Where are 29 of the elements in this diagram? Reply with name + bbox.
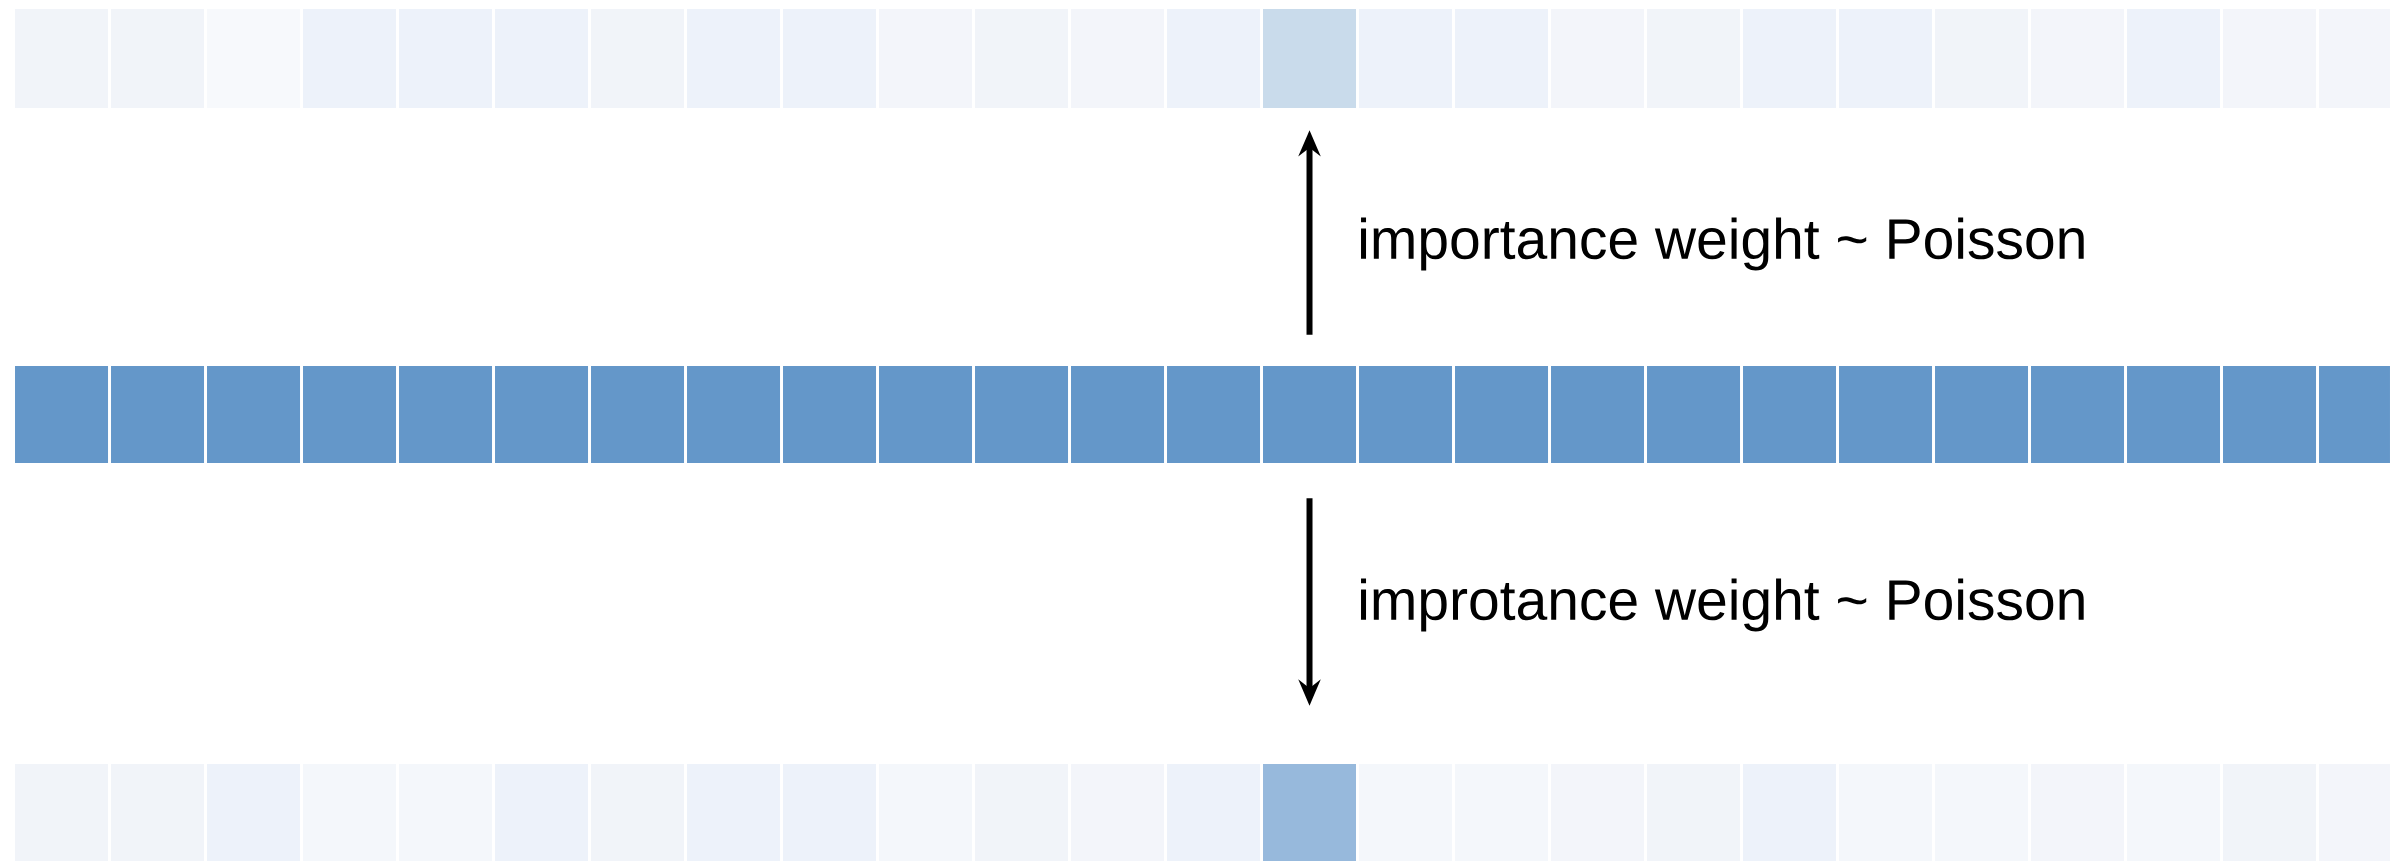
heatmap-cell bbox=[1167, 366, 1260, 463]
heatmap-cell bbox=[1263, 9, 1356, 108]
heatmap-cell bbox=[1263, 764, 1356, 861]
heatmap-cell bbox=[1743, 366, 1836, 463]
heatmap-cell bbox=[1647, 366, 1740, 463]
heatmap-cell bbox=[1263, 366, 1356, 463]
heatmap-cell bbox=[2031, 366, 2124, 463]
heatmap-cell bbox=[1551, 366, 1644, 463]
heatmap-cell bbox=[399, 366, 492, 463]
edge-label: improtance weight ~ Poisson bbox=[1361, 578, 2084, 632]
heatmap-cell bbox=[975, 366, 1068, 463]
heatmap-cell bbox=[495, 366, 588, 463]
heatmap-cell bbox=[2319, 366, 2390, 463]
heatmap-cell bbox=[1455, 366, 1548, 463]
heatmap-cell bbox=[591, 366, 684, 463]
heatmap-cell bbox=[207, 366, 300, 463]
edge-label: importance weight ~ Poisson bbox=[1361, 217, 2084, 271]
heatmap-cell bbox=[1935, 366, 2028, 463]
heatmap-cell bbox=[2223, 366, 2316, 463]
heatmap-cell bbox=[15, 366, 108, 463]
heatmap-cell bbox=[879, 366, 972, 463]
heatmap-cell bbox=[783, 366, 876, 463]
heatmap-cell bbox=[687, 366, 780, 463]
heatmap-cell bbox=[1839, 366, 1932, 463]
heatmap-cell bbox=[111, 366, 204, 463]
heatmap-cell bbox=[1359, 366, 1452, 463]
heatmap-cell bbox=[2127, 366, 2220, 463]
heatmap-cell bbox=[303, 366, 396, 463]
heatmap-cell bbox=[1071, 366, 1164, 463]
